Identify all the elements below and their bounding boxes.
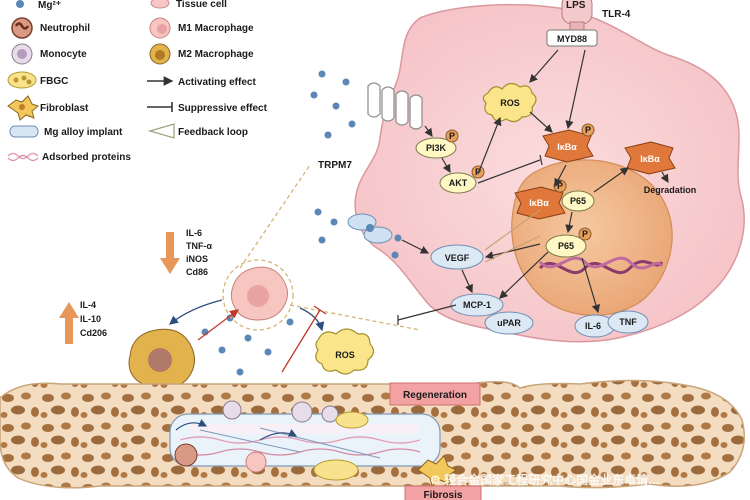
mg-ions — [201, 70, 402, 376]
legend-neutrophil-label: Neutrophil — [40, 23, 90, 34]
ros-bottom-label: ROS — [335, 350, 355, 360]
p65-p-label: P — [582, 229, 588, 239]
tnf-label: TNF — [619, 317, 637, 327]
zoom-connectors — [222, 164, 421, 331]
il6-label: IL-6 — [585, 321, 601, 331]
ros-top-node — [482, 82, 537, 123]
dna-helix — [538, 256, 664, 275]
legend-activating-label: Activating effect — [178, 77, 256, 88]
degradation-label: Degradation — [644, 185, 697, 195]
tlr4-label: TLR-4 — [602, 9, 631, 20]
upar-label: uPAR — [497, 318, 521, 328]
tnf-node — [607, 310, 649, 334]
mg-implant-icon — [9, 125, 39, 138]
legend-m1-label: M1 Macrophage — [178, 23, 254, 34]
p65-label-2: P65 — [558, 241, 574, 251]
pi3k-label: PI3K — [426, 143, 447, 153]
feedback-loop-icon — [147, 123, 175, 139]
m1-marker-1: IL-6 — [186, 228, 202, 238]
pathway-arrows — [397, 49, 669, 325]
feedback-arrows — [484, 209, 541, 263]
m1-marker-3: iNOS — [186, 254, 208, 264]
p65-phospho-icon — [578, 227, 592, 241]
m1-marker-4: Cd86 — [186, 267, 208, 277]
ikba-label-1: IκBα — [557, 142, 577, 152]
trpm7-label: TRPM7 — [318, 160, 352, 171]
p65-node-1 — [561, 190, 595, 212]
myd88-box — [546, 29, 598, 47]
upar-node — [484, 311, 534, 335]
myd88-label: MYD88 — [557, 34, 587, 44]
legend: Mg²⁺ Tissue cell Neutrophil M1 Macrophag… — [7, 0, 268, 163]
pi3k-node — [415, 137, 457, 159]
adsorbed-proteins-icon — [7, 152, 39, 160]
legend-implant-label: Mg alloy implant — [44, 127, 123, 138]
m2-marker-3: Cd206 — [80, 328, 107, 338]
legend-tissue-label: Tissue cell — [176, 0, 227, 10]
m2-marker-2: IL-10 — [80, 314, 101, 324]
p65-label-1: P65 — [570, 196, 586, 206]
p65-node-2 — [545, 234, 587, 258]
fbgc-icon — [7, 71, 37, 89]
pi3k-p-label: P — [449, 131, 455, 141]
vegf-node — [430, 244, 484, 270]
akt-phospho-icon — [471, 165, 485, 179]
tlr4-receptor: LPS TLR-4 MYD88 — [546, 0, 631, 47]
akt-label: AKT — [449, 178, 468, 188]
ikba-node-2 — [514, 186, 566, 220]
m2-macrophage-cell — [128, 328, 195, 390]
m1-marker-list: IL-6 TNF-α iNOS Cd86 — [160, 228, 212, 277]
tissue-cell-icon — [150, 0, 170, 9]
mg-channel — [347, 213, 393, 244]
outcome-labels: Regeneration Fibrosis — [389, 382, 482, 500]
lps-label: LPS — [566, 0, 586, 11]
decrease-arrow-icon — [160, 258, 180, 274]
ikba-node-1 — [542, 129, 594, 163]
akt-p-label: P — [475, 167, 481, 177]
m2-marker-list: IL-4 IL-10 Cd206 — [59, 300, 107, 344]
ikba-p-label-2: P — [557, 181, 563, 191]
m2-marker-1: IL-4 — [80, 300, 96, 310]
ikba-p-label-1: P — [585, 125, 591, 135]
watermark-text: ⚙ 轻合金国家工程研究中心国金业东卓请… — [430, 472, 660, 487]
ikba-node-3 — [624, 141, 676, 175]
legend-monocyte-label: Monocyte — [40, 49, 87, 60]
legend-proteins-label: Adsorbed proteins — [42, 152, 131, 163]
ikba-phospho-icon-1 — [581, 123, 595, 137]
legend-feedback-label: Feedback loop — [178, 127, 248, 138]
ros-top-label: ROS — [500, 98, 520, 108]
bone-section — [0, 379, 745, 489]
regeneration-label: Regeneration — [403, 390, 467, 401]
adsorbed-proteins-band — [179, 436, 421, 444]
vegf-label: VEGF — [445, 253, 470, 263]
mcp1-label: MCP-1 — [463, 300, 491, 310]
ikba-label-2: IκBα — [529, 198, 549, 208]
akt-node — [439, 172, 477, 194]
ikba-label-3: IκBα — [640, 154, 660, 164]
fibrosis-label: Fibrosis — [424, 490, 463, 500]
legend-fibroblast-label: Fibroblast — [40, 103, 89, 114]
fibroblast-cell — [417, 455, 457, 487]
regeneration-box — [389, 382, 481, 406]
legend-m2-label: M2 Macrophage — [178, 49, 254, 60]
legend-suppressive-label: Suppressive effect — [178, 103, 268, 114]
polarization-arrows — [168, 299, 327, 373]
mg-ion-icon — [16, 0, 24, 8]
legend-fbgc-label: FBGC — [40, 76, 68, 87]
mcp1-node — [450, 293, 504, 317]
legend-mg-label: Mg²⁺ — [38, 0, 61, 11]
fibrosis-box — [404, 485, 482, 500]
m1-macrophage-cell — [230, 266, 288, 321]
ros-bottom-node — [315, 328, 375, 375]
pi3k-phospho-icon — [445, 129, 459, 143]
increase-arrow-icon — [59, 302, 79, 318]
m1-marker-2: TNF-α — [186, 241, 212, 251]
trpm7-channel: TRPM7 — [318, 82, 423, 171]
